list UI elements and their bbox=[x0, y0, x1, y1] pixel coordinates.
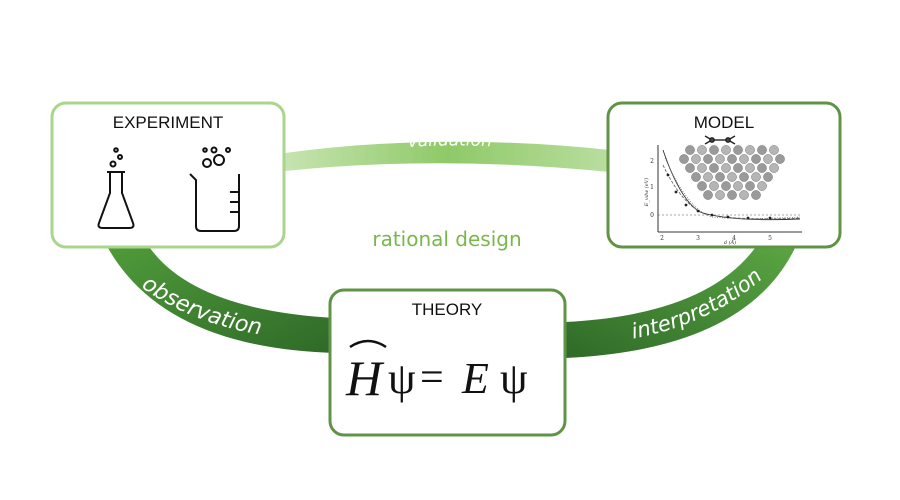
atom bbox=[745, 163, 755, 173]
atom bbox=[775, 154, 785, 164]
atom bbox=[739, 154, 749, 164]
validation-label: validation bbox=[407, 130, 492, 152]
atom bbox=[763, 172, 773, 182]
atom bbox=[691, 154, 701, 164]
atom bbox=[733, 163, 743, 173]
atom bbox=[757, 181, 767, 191]
atom bbox=[757, 163, 767, 173]
interpretation-arc bbox=[565, 248, 795, 358]
atom bbox=[769, 145, 779, 155]
ytick-label: 0 bbox=[650, 212, 654, 219]
atom bbox=[769, 163, 779, 173]
atom bbox=[715, 190, 725, 200]
atom bbox=[715, 172, 725, 182]
hamiltonian-symbol: H bbox=[345, 350, 385, 406]
atom bbox=[733, 145, 743, 155]
model-title: MODEL bbox=[694, 113, 754, 132]
hat-accent-icon bbox=[349, 339, 387, 349]
xtick-label: 3 bbox=[696, 235, 700, 242]
atom bbox=[751, 172, 761, 182]
xtick-label: 4 bbox=[732, 235, 736, 242]
atom bbox=[727, 190, 737, 200]
atom bbox=[721, 163, 731, 173]
atom bbox=[703, 190, 713, 200]
xtick-label: 2 bbox=[660, 235, 664, 242]
psi-symbol: ψ bbox=[500, 354, 528, 403]
experiment-title: EXPERIMENT bbox=[113, 113, 224, 132]
beaker-icon bbox=[189, 146, 240, 232]
theory-node: THEORY H ψ = E ψ bbox=[328, 288, 567, 437]
atom bbox=[691, 172, 701, 182]
model-node: MODEL bbox=[606, 101, 842, 249]
ytick-label: 2 bbox=[650, 158, 654, 165]
ytick-label: 1 bbox=[650, 184, 654, 191]
observation-arc bbox=[108, 248, 335, 353]
rational-design-label: rational design bbox=[372, 227, 521, 251]
psi-symbol: ψ bbox=[388, 354, 416, 403]
atom bbox=[739, 190, 749, 200]
atom bbox=[757, 145, 767, 155]
atom bbox=[703, 172, 713, 182]
atom bbox=[721, 145, 731, 155]
atom bbox=[709, 163, 719, 173]
atom bbox=[745, 145, 755, 155]
energy-plot: 2 1 0 2 3 4 5 d (Å) E_vdw (eV) bbox=[643, 135, 802, 246]
experiment-node: EXPERIMENT bbox=[50, 101, 286, 249]
energy-symbol: E bbox=[461, 354, 489, 403]
atom bbox=[727, 154, 737, 164]
atom bbox=[709, 181, 719, 191]
atom bbox=[745, 181, 755, 191]
atom bbox=[721, 181, 731, 191]
atom bbox=[685, 163, 695, 173]
xtick-label: 5 bbox=[768, 235, 772, 242]
atom bbox=[727, 172, 737, 182]
atom bbox=[709, 145, 719, 155]
x-axis-label: d (Å) bbox=[724, 238, 736, 246]
atom bbox=[763, 154, 773, 164]
atom bbox=[751, 154, 761, 164]
atom bbox=[697, 181, 707, 191]
equals-symbol: = bbox=[420, 355, 444, 401]
erlenmeyer-flask-icon bbox=[97, 147, 135, 229]
atom bbox=[697, 163, 707, 173]
atom bbox=[739, 172, 749, 182]
schrodinger-equation: H ψ = E ψ bbox=[345, 339, 528, 406]
atom bbox=[685, 145, 695, 155]
validation-arc bbox=[285, 141, 610, 172]
y-axis-label: E_vdw (eV) bbox=[643, 178, 650, 208]
atom bbox=[715, 154, 725, 164]
atom bbox=[751, 190, 761, 200]
atom-lattice-image bbox=[679, 145, 785, 200]
atom bbox=[733, 181, 743, 191]
atom bbox=[703, 154, 713, 164]
atom bbox=[679, 154, 689, 164]
theory-title: THEORY bbox=[412, 300, 483, 319]
atom bbox=[697, 145, 707, 155]
molecule-icon bbox=[704, 135, 736, 145]
